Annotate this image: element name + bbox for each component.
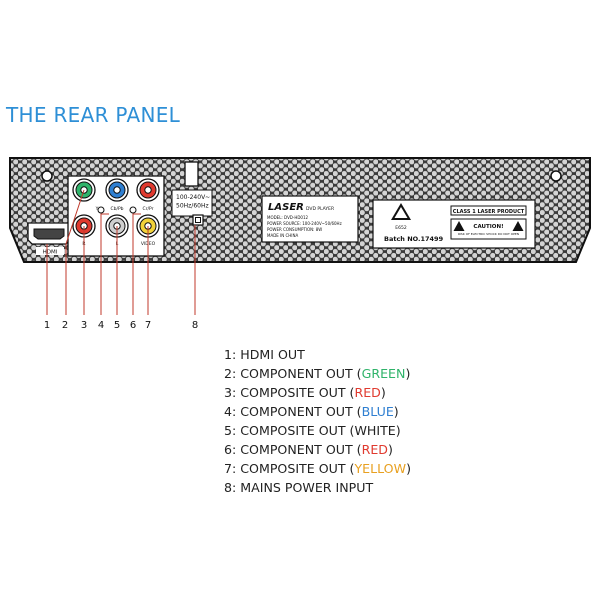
legend-color-word: RED — [361, 442, 388, 457]
legend-item: 3: COMPOSITE OUT (RED) — [224, 383, 411, 402]
legend-color-word: YELLOW — [354, 461, 407, 476]
compliance-label: E652 Batch NO.17499 CLASS 1 LASER PRODUC… — [372, 199, 536, 249]
batch-number: Batch NO.17499 — [384, 235, 444, 243]
spec-line-1: MODEL: DVD-HD012 — [267, 215, 309, 220]
hdmi-label: HDMI — [43, 250, 58, 256]
legend-text: 2: COMPONENT OUT ( — [224, 366, 362, 381]
legend-text: 8: MAINS POWER INPUT — [224, 480, 374, 495]
hdmi-port: HDMI — [27, 222, 71, 256]
jack-cb-blue — [105, 178, 129, 202]
callout-1: 1 — [44, 320, 50, 331]
legend-text: ) — [393, 404, 399, 419]
jack-label-y: Y — [95, 206, 99, 212]
leader-4-dot — [97, 206, 105, 214]
jack-label-cb: Cb/Pb — [110, 206, 123, 212]
cert-code: E652 — [395, 225, 407, 231]
legend-text: 6: COMPONENT OUT ( — [224, 442, 362, 457]
legend-item: 5: COMPOSITE OUT (WHITE) — [224, 421, 411, 440]
legend-item: 4: COMPONENT OUT (BLUE) — [224, 402, 411, 421]
product-name: DVD PLAYER — [306, 206, 334, 212]
spec-line-4: MADE IN CHINA — [267, 233, 298, 238]
callout-7: 7 — [145, 320, 151, 331]
callout-3: 3 — [81, 320, 87, 331]
leader-4 — [100, 213, 109, 315]
brand-logo: LASER — [268, 202, 304, 213]
callout-4: 4 — [98, 320, 104, 331]
leader-6 — [132, 213, 141, 315]
screw-left — [41, 170, 53, 182]
legend-text: ) — [387, 442, 393, 457]
callout-2: 2 — [62, 320, 68, 331]
spec-line-2: POWER SOURCE: 100-240V~50/60Hz — [267, 221, 342, 226]
legend-color-word: GREEN — [361, 366, 406, 381]
class-laser-label: CLASS 1 LASER PRODUCT — [453, 209, 525, 215]
warning-icon — [453, 221, 465, 231]
legend-text: ) — [380, 385, 386, 400]
leader-2 — [65, 189, 85, 315]
laser-warning-icon — [512, 221, 524, 231]
power-label-line2: 50Hz/60Hz — [176, 203, 209, 210]
rear-panel-diagram: HDMI Y Cb/Pb Cr/Pr R L VIDEO — [9, 157, 591, 331]
legend-item: 7: COMPOSITE OUT (YELLOW) — [224, 459, 411, 478]
callout-6: 6 — [130, 320, 136, 331]
legend-item: 2: COMPONENT OUT (GREEN) — [224, 364, 411, 383]
leader-lines — [46, 189, 196, 315]
jack-cr-red — [136, 178, 160, 202]
legend-text: 1: HDMI OUT — [224, 347, 305, 362]
legend-text: 3: COMPOSITE OUT ( — [224, 385, 355, 400]
legend-text: 7: COMPOSITE OUT ( — [224, 461, 355, 476]
screw-right — [550, 170, 562, 182]
port-legend: 1: HDMI OUT 2: COMPONENT OUT (GREEN) 3: … — [224, 345, 411, 497]
legend-text: ) — [406, 461, 411, 476]
spec-label: LASER DVD PLAYER MODEL: DVD-HD012 POWER … — [261, 195, 359, 243]
caution-label: CAUTION! — [473, 224, 503, 230]
power-input: 100-240V~ 50Hz/60Hz — [171, 161, 213, 226]
caution-subtext: RISK OF ELECTRIC SHOCK DO NOT OPEN — [458, 232, 519, 236]
legend-color-word: BLUE — [361, 404, 394, 419]
leader-6-dot — [129, 206, 137, 214]
legend-item: 1: HDMI OUT — [224, 345, 411, 364]
legend-text: 4: COMPONENT OUT ( — [224, 404, 362, 419]
callout-8: 8 — [192, 320, 198, 331]
legend-color-word: RED — [354, 385, 381, 400]
legend-item: 8: MAINS POWER INPUT — [224, 478, 411, 497]
legend-text: ) — [405, 366, 411, 381]
power-label-line1: 100-240V~ — [176, 194, 210, 201]
legend-text: 5: COMPOSITE OUT (WHITE) — [224, 423, 401, 438]
callout-5: 5 — [114, 320, 120, 331]
page-title: THE REAR PANEL — [6, 103, 181, 127]
spec-line-3: POWER CONSUMPTION: 8W — [267, 227, 322, 232]
jack-label-cr: Cr/Pr — [143, 206, 154, 212]
legend-item: 6: COMPONENT OUT (RED) — [224, 440, 411, 459]
